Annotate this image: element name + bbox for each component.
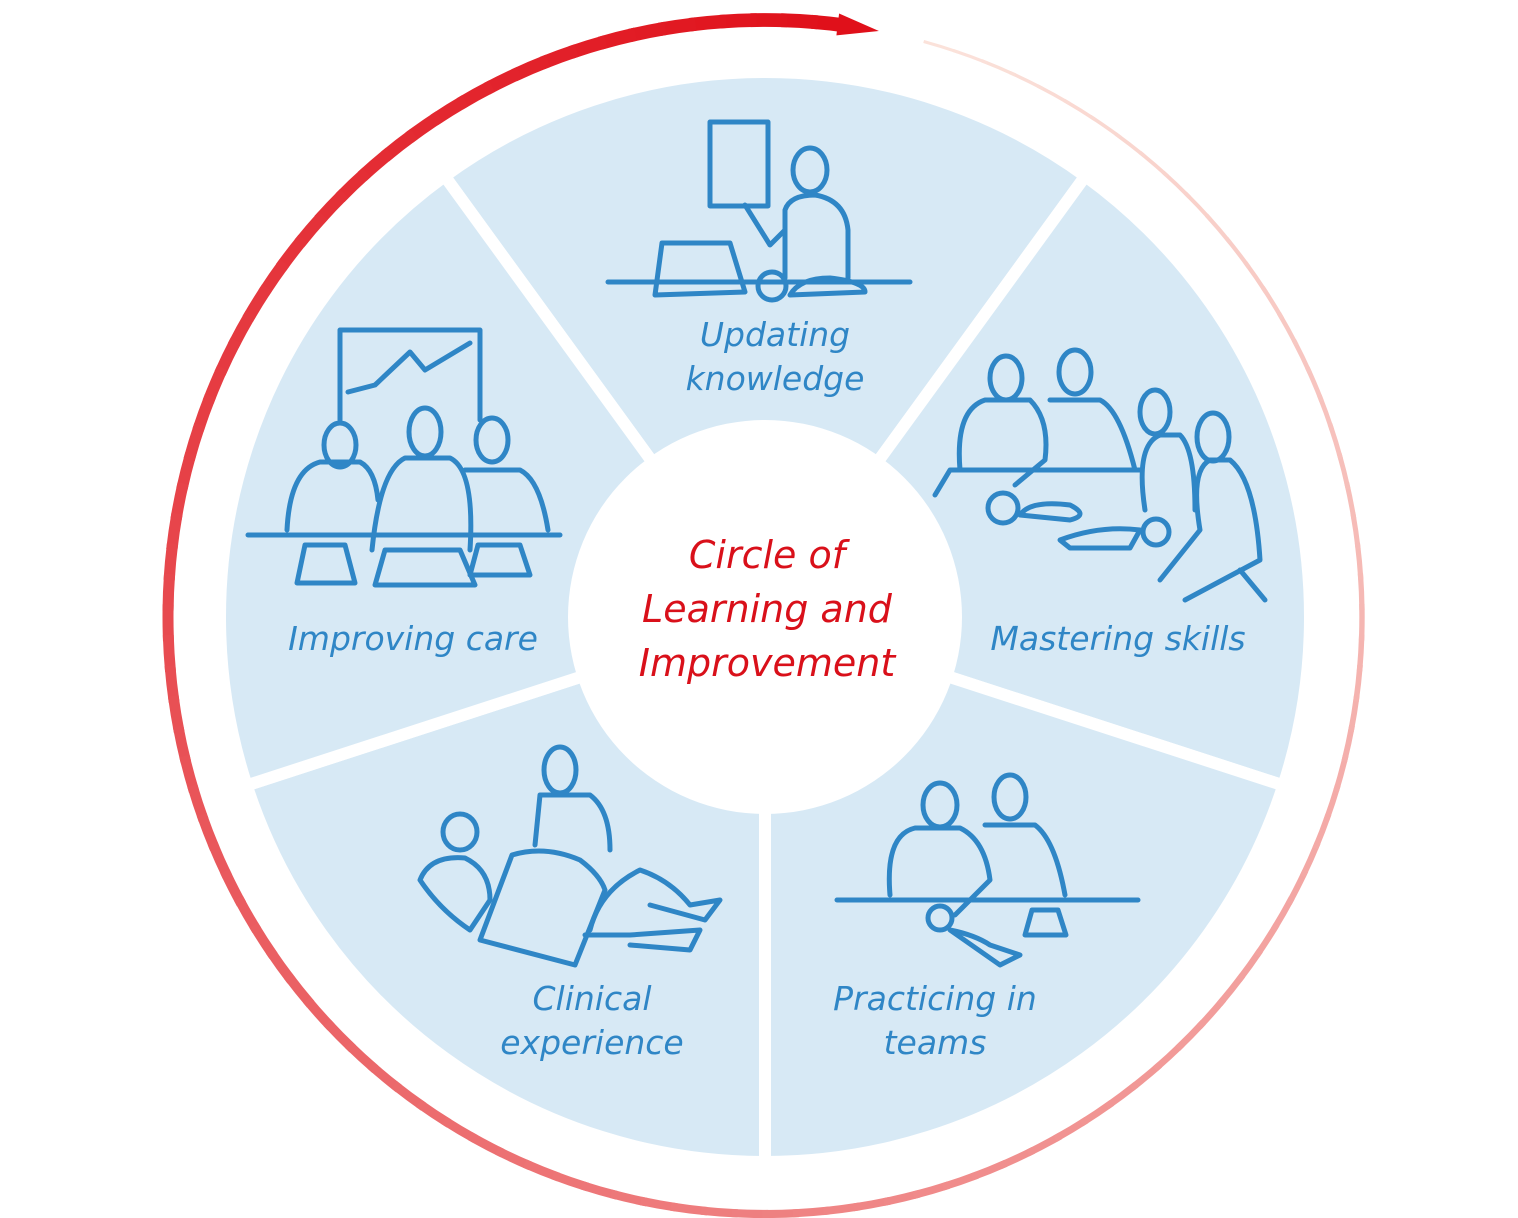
patient-care-icon xyxy=(417,744,723,968)
segment-updating-knowledge xyxy=(436,66,1094,628)
cycle-arrow xyxy=(162,13,1365,1218)
segment-label-mastering-skills: Mastering skills xyxy=(990,619,1246,658)
meeting-chart-icon xyxy=(245,327,563,588)
presentation-icon xyxy=(605,119,913,303)
arrow-segment xyxy=(923,39,960,54)
segment-label-improving-care: Improving care xyxy=(288,619,538,658)
resuscitation-training-icon xyxy=(932,347,1268,603)
segment-label-updating-knowledge: Updating knowledge xyxy=(685,315,865,398)
center-circle xyxy=(568,420,962,814)
segment-label-clinical-experience: Clinical experience xyxy=(500,979,684,1062)
arrow-head-icon xyxy=(836,13,879,36)
diagram-title: Circle of Learning and Improvement xyxy=(638,533,896,685)
team-practice-icon xyxy=(834,772,1141,968)
segment-label-practicing-in-teams: Practicing in teams xyxy=(833,979,1037,1062)
